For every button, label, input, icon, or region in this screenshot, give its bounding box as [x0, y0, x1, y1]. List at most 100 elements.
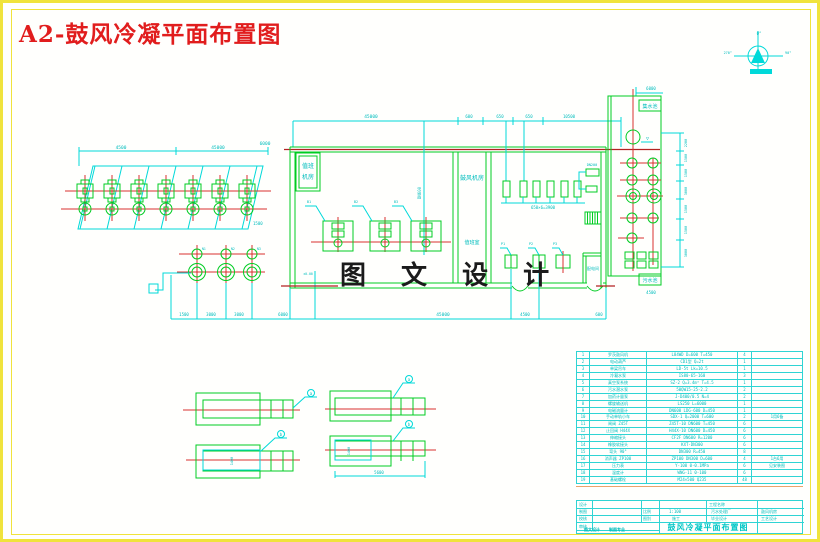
equipment-table-cell: 10 — [577, 414, 590, 421]
equipment-table-cell: 单梁吊车 — [590, 365, 647, 372]
pump-tag: N2 — [231, 247, 235, 251]
detail-tag: b — [280, 432, 283, 437]
equipment-table-cell: 13 — [577, 435, 590, 442]
detail-tag: a — [310, 391, 313, 396]
tb-project-value: 毕业设计 — [711, 516, 727, 521]
dim-label: 45000 — [436, 312, 450, 318]
pad-tag: B3 — [394, 200, 398, 204]
table-divider-line — [576, 486, 803, 487]
equipment-table-cell: DN600 LDG-600 D=450 — [647, 407, 738, 414]
left-equipment-row: 4500 45000 6000 1500 — [61, 141, 271, 230]
equipment-table-cell — [752, 380, 802, 386]
dim-label: 3000 — [684, 249, 688, 257]
equipment-table-cell: IS80-65-160 — [647, 372, 738, 379]
equipment-table-cell: 11 — [577, 421, 590, 428]
equipment-table-cell: 橡胶软接头 — [590, 442, 647, 449]
pump-tag: P3 — [553, 242, 557, 246]
tb-far-value: 工艺设计 — [761, 516, 777, 521]
equipment-table-cell: LD-5t Lk=10.5 — [647, 365, 738, 372]
dim-label: 650 — [496, 114, 504, 119]
dim-label: 3000 — [684, 187, 688, 195]
dim-label: 600 — [465, 114, 473, 119]
dim-label: 10500 — [563, 114, 576, 119]
equipment-table-cell: 1 — [738, 407, 752, 414]
tb-type-value: 施工 — [672, 516, 680, 521]
equipment-table-cell: 手动单轨小车 — [590, 414, 647, 421]
equipment-table-cell: 6 — [577, 386, 590, 393]
tb-far-value: 鼓风机房 — [761, 509, 777, 514]
equipment-table-cell: DN300 R=450 — [647, 449, 738, 456]
pump-tag: P2 — [529, 242, 533, 246]
detail-dim: 5600 — [374, 470, 384, 475]
dim-label: 6000 — [646, 86, 656, 91]
dim-label: 4500 — [646, 290, 656, 295]
tb-scale-value: 1:100 — [669, 509, 682, 514]
tb-role-label: 设计 — [579, 502, 587, 507]
equipment-table-cell: ZP100 DN300 D=600 — [647, 456, 738, 462]
equipment-table-cell: 弯头 90° — [590, 449, 647, 456]
equipment-table-cell: 8 — [577, 400, 590, 407]
dim-label: 4500 — [520, 312, 530, 317]
dim-label: 3000 — [206, 312, 216, 317]
stairs-hatch — [584, 211, 602, 225]
equipment-table-cell: 6 — [738, 469, 752, 476]
tb-role-label: 审核 — [579, 523, 587, 529]
equipment-table-cell: 冷凝水泵 — [590, 372, 647, 379]
equipment-table-cell: 螺旋输送机 — [590, 400, 647, 407]
dim-label: 650 — [525, 114, 533, 119]
equipment-table-cell: CF2F DN600 R=1200 — [647, 435, 738, 442]
equipment-table-cell: 15 — [577, 449, 590, 456]
equipment-table-cell: 加药计量泵 — [590, 393, 647, 400]
equipment-table-cell — [752, 394, 802, 400]
equipment-table-cell — [752, 470, 802, 476]
equipment-table-cell: Z45T-10 DN600 T=450 — [647, 421, 738, 428]
equipment-table-cell: 14 — [577, 442, 590, 449]
equipment-table-cell: 9 — [577, 407, 590, 414]
equipment-table-cell: 18 — [577, 469, 590, 476]
equipment-table-cell: 罗茨鼓风机 — [590, 352, 647, 358]
fitting-label: DN200 — [587, 163, 598, 167]
watermark-text: 图 文 设 计 — [340, 261, 563, 291]
equipment-table-cell: 6 — [738, 463, 752, 469]
equipment-table-cell: 17 — [577, 463, 590, 469]
equipment-table-cell: 5 — [577, 379, 590, 386]
equipment-table-cell: 4 — [738, 456, 752, 462]
dim-label: 1500 — [179, 312, 189, 317]
equipment-table-cell: 1 — [738, 358, 752, 365]
equipment-table-cell: 19 — [577, 476, 590, 483]
pump-bases: P1 P2 P3 — [500, 242, 571, 273]
tb-company: 制图专业 — [609, 527, 625, 532]
equipment-table-cell: 3 — [738, 372, 752, 379]
equipment-table-cell: 1 — [577, 352, 590, 358]
detail-drawings: a a 1400 b — [183, 375, 436, 479]
title-block: 设计 制图 校核 审核 比例 1:100 图别 施工 工程名称 污水处理厂 毕业… — [576, 500, 804, 534]
equipment-table-cell: 基础螺栓 — [590, 476, 647, 483]
tb-scale-label: 比例 — [643, 509, 651, 514]
equipment-table-cell: 止回阀 H44X — [590, 428, 647, 435]
pipe-label: DN600 — [417, 186, 422, 199]
equipment-table-cell: 电动葫芦 — [590, 358, 647, 365]
room-label: 机房 — [302, 173, 314, 181]
detail-tag: a — [408, 377, 411, 382]
equipment-table-cell — [752, 449, 802, 455]
dim-label: 600 — [595, 312, 603, 317]
tb-type-label: 图别 — [643, 516, 651, 521]
detail-dim: 1400 — [230, 457, 234, 465]
equipment-table-cell: 8 — [738, 449, 752, 456]
equipment-table-cell: LS250 L=6000 — [647, 400, 738, 407]
detail-tag: b — [408, 422, 411, 427]
equipment-table-cell: L84WD D=600 T=450 — [647, 352, 738, 358]
room-label: 值班 — [302, 162, 314, 170]
equipment-table-cell: 电磁流量计 — [590, 407, 647, 414]
equipment-table-cell: 2 — [738, 393, 752, 400]
